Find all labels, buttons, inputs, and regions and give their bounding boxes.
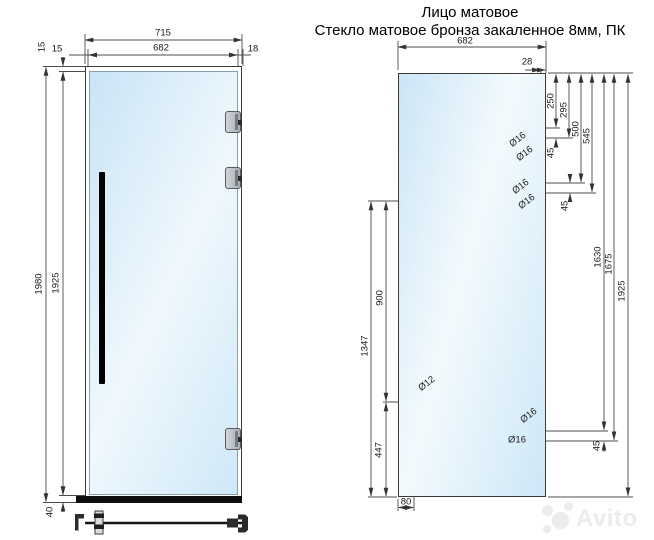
dim-glass-width-left: 682 [153,42,169,54]
dim-hinge3-spacing: 45 [591,440,603,452]
dim-hole-edge-offset: 28 [521,56,533,68]
dim-hinge2-hole1: 500 [570,121,582,137]
dim-handle-top-offset: 1347 [359,335,371,357]
left-view-dimensions [43,34,251,512]
hinge-clamp-dot [238,120,242,125]
watermark-circle [552,512,569,529]
dim-hinge3-hole2: 1675 [603,253,615,275]
drawing-title: Лицо матовое Стекло матовое бронза закал… [286,4,654,40]
title-line-2: Стекло матовое бронза закаленное 8мм, ПК [314,22,626,39]
pivot-clamp-body [94,510,104,535]
door-front-view [85,66,242,503]
dim-total-width: 715 [155,27,171,39]
dim-hinge2-hole2: 545 [581,128,593,144]
hinge-top [225,111,242,133]
dim-handle-edge-offset: 80 [400,496,412,508]
watermark-text: Avito [576,505,638,532]
hinge-clamp-dot [238,437,242,442]
hinge-pin-strip [235,170,238,186]
door-bottom-rail [76,496,242,503]
dim-handle-span: 900 [374,290,386,306]
dim-hinge2-spacing: 45 [559,200,571,212]
dim-bottom-rail: 40 [44,506,56,518]
dim-glass-height-right: 1925 [616,280,628,302]
lock-fitting-shape [227,518,238,528]
glass-panel-view [398,73,546,497]
title-line-1: Лицо матовое [421,4,519,21]
plan-view [75,510,248,535]
hinge-clamp-dot [238,176,242,181]
dim-top-gap: 15 [36,41,48,53]
dim-hinge3-hole1: 1630 [592,246,604,268]
wall-bracket-shape [75,514,84,531]
hinge-middle [225,167,242,189]
dim-right-gap: 18 [247,43,259,55]
dim-left-gap: 15 [51,43,63,55]
dim-hinge1-spacing: 45 [545,147,557,159]
dim-glass-height-left: 1925 [50,272,62,294]
dim-hinge1-hole2: 295 [558,102,570,118]
watermark-circle [564,502,573,511]
dim-glass-width-right: 682 [457,35,473,47]
hinge-pin-strip [235,114,238,130]
hinge-bottom [225,428,242,450]
door-handle-bar [99,172,105,384]
door-glass-pane [89,71,238,495]
hinge-pin-strip [235,431,238,447]
dim-handle-bottom-offset: 447 [373,442,385,458]
watermark-circle [543,525,551,533]
watermark-circle [542,505,553,516]
callout-hinge-hole-dia: Ø16 [508,434,526,446]
dim-hinge1-hole1: 250 [545,93,557,109]
dim-total-height: 1980 [33,273,45,295]
